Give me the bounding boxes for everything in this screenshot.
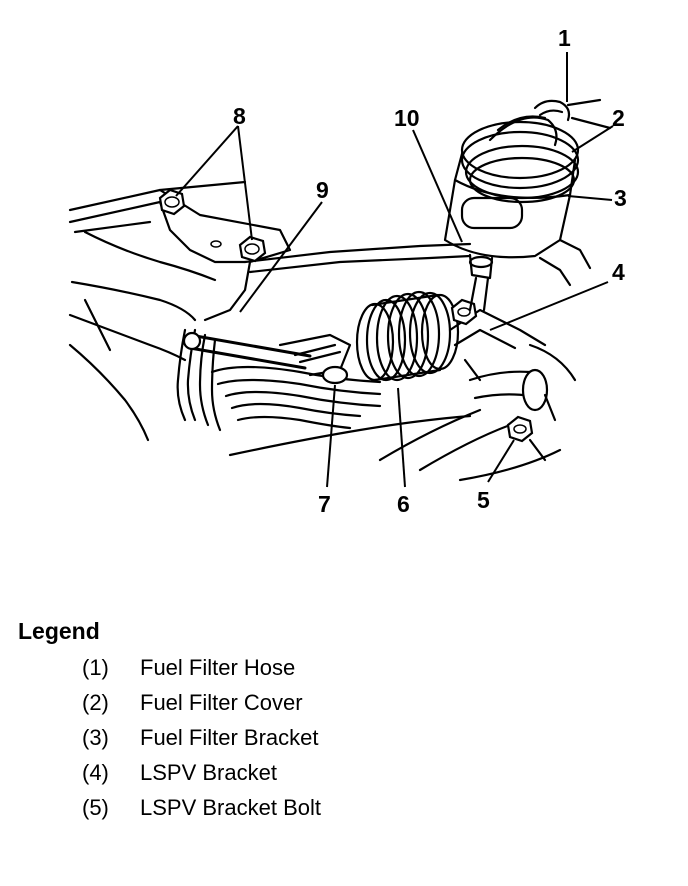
lspv-spring <box>355 290 460 382</box>
legend-item-label: Fuel Filter Bracket <box>140 725 319 750</box>
callout-6: 6 <box>397 491 410 517</box>
legend-item-number: (5) <box>82 795 109 820</box>
callout-8: 8 <box>233 103 246 129</box>
legend-item-number: (1) <box>82 655 109 680</box>
lspv-lever-rod <box>182 331 352 385</box>
fuel-filter-drawing <box>443 98 612 312</box>
legend-item: (5) LSPV Bracket Bolt <box>82 790 668 825</box>
callout-4: 4 <box>612 259 625 285</box>
bolt-8-left <box>158 188 186 216</box>
legend-item-label: LSPV Bracket <box>140 760 277 785</box>
callout-9: 9 <box>316 177 329 203</box>
leader-lines <box>175 52 614 488</box>
legend-item-label: LSPV Bracket Bolt <box>140 795 321 820</box>
legend-list: (1) Fuel Filter Hose (2) Fuel Filter Cov… <box>18 650 668 825</box>
legend-item-number: (2) <box>82 690 109 715</box>
legend-item: (2) Fuel Filter Cover <box>82 685 668 720</box>
callout-7: 7 <box>318 491 331 517</box>
legend-item-number: (3) <box>82 725 109 750</box>
bolt-8-right <box>238 235 267 263</box>
callout-1: 1 <box>558 25 571 51</box>
legend-item-label: Fuel Filter Hose <box>140 655 296 680</box>
legend-item-label: Fuel Filter Cover <box>140 690 303 715</box>
legend: Legend (1) Fuel Filter Hose (2) Fuel Fil… <box>18 616 668 825</box>
brake-lines-drawing <box>176 328 562 482</box>
legend-item-number: (4) <box>82 760 109 785</box>
callout-2: 2 <box>612 105 625 131</box>
frame-rail-drawing <box>68 180 472 442</box>
lspv-bracket-drawing <box>448 298 577 462</box>
fuel-filter-lspv-diagram: 1 2 3 4 5 6 7 8 9 10 <box>68 25 627 517</box>
callout-10: 10 <box>394 105 420 131</box>
legend-item: (4) LSPV Bracket <box>82 755 668 790</box>
legend-item: (1) Fuel Filter Hose <box>82 650 668 685</box>
callout-3: 3 <box>614 185 627 211</box>
callout-5: 5 <box>477 487 490 513</box>
legend-item: (3) Fuel Filter Bracket <box>82 720 668 755</box>
legend-title: Legend <box>18 618 100 644</box>
